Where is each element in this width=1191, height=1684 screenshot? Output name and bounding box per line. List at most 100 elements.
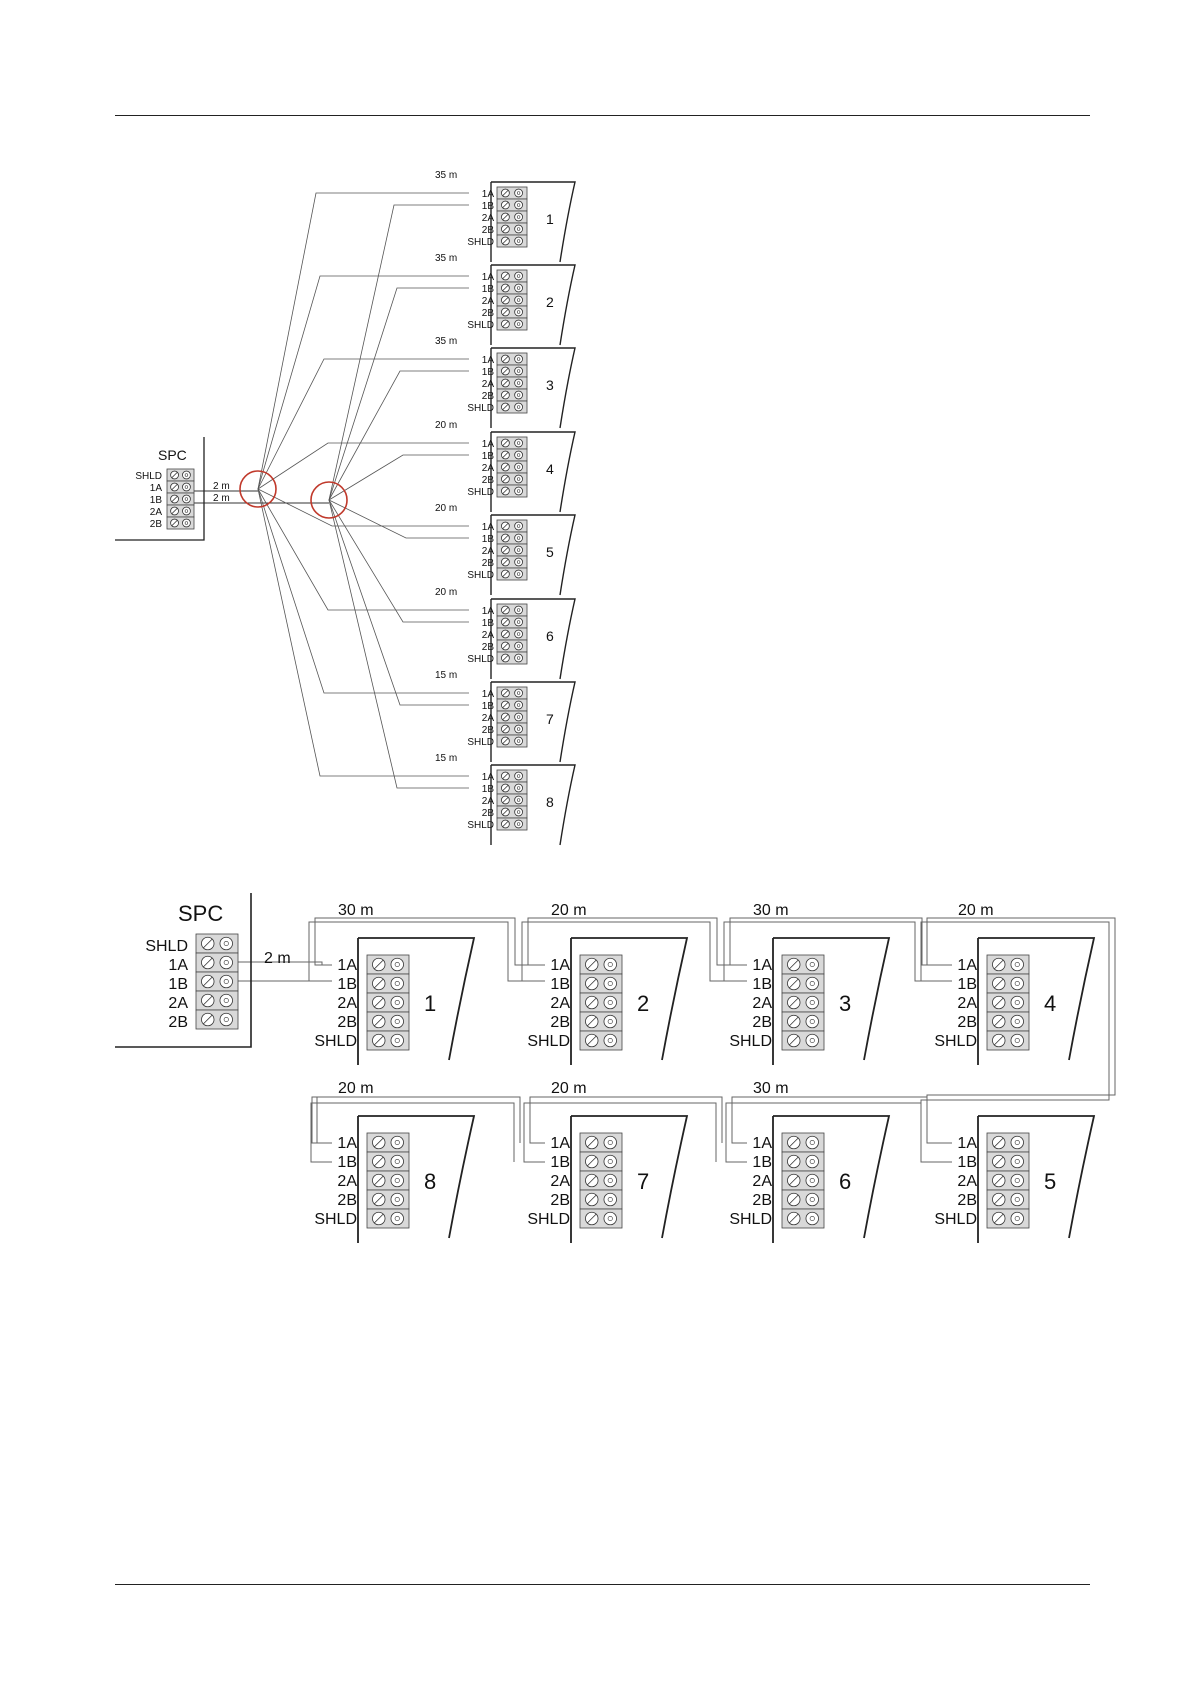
screw-round-icon [805,1033,819,1048]
screw-round-icon [182,518,191,528]
device-number: 8 [546,794,554,810]
screw-round-icon [603,976,617,991]
device-terminal-label: 1A [752,1135,772,1152]
screw-round-icon [182,470,191,480]
cable-length-label: 35 m [435,253,457,264]
screw-round-icon [514,736,523,746]
device-number: 7 [546,711,554,727]
device-terminal-label: 2A [957,1173,977,1190]
cable-length-label: 35 m [435,336,457,347]
device-terminal-label: 1B [957,976,977,993]
device-terminal-label: 2A [550,1173,570,1190]
device-enclosure [490,347,576,429]
controller-outline [115,893,252,1048]
screw-round-icon [514,605,523,615]
device-enclosure [772,937,891,1065]
device-terminal-label: 2A [482,379,495,390]
device-terminal-label: 2B [752,1192,772,1209]
screw-round-icon [1010,1154,1024,1169]
screw-round-icon [390,995,404,1010]
screw-round-icon [182,506,191,516]
controller-outline [115,437,205,541]
device-terminal-label: 2B [482,725,495,736]
device-number: 6 [546,628,554,644]
screw-round-icon [219,974,233,989]
cable-length-label: 20 m [958,902,994,919]
junction-highlight-1 [239,470,277,508]
device-terminal-label: 2B [752,1014,772,1031]
device-terminal-label: 1B [337,976,357,993]
device-terminal-label: SHLD [467,737,494,748]
device-terminal-label: 2A [752,995,772,1012]
device-enclosure [490,264,576,346]
device-terminal-label: 1A [337,957,357,974]
device-terminal-label: 2A [957,995,977,1012]
screw-round-icon [514,629,523,639]
screw-round-icon [390,1033,404,1048]
cable-length-label: 20 m [435,503,457,514]
device-terminal-label: SHLD [527,1211,570,1228]
screw-round-icon [514,617,523,627]
terminal-block [781,954,825,1051]
screw-round-icon [603,1173,617,1188]
device-terminal-label: 1B [752,1154,772,1171]
screw-round-icon [603,1192,617,1207]
screw-round-icon [390,1154,404,1169]
device-terminal-label: SHLD [314,1211,357,1228]
device-terminal-label: 1B [337,1154,357,1171]
screw-round-icon [805,957,819,972]
device-terminal-label: 1B [482,618,495,629]
controller-terminal-label: 1A [168,957,188,974]
screw-round-icon [805,1135,819,1150]
device-enclosure [490,181,576,263]
screw-round-icon [514,688,523,698]
cable-length-label: 20 m [435,420,457,431]
device-number: 2 [637,991,649,1016]
device-terminal-label: 1B [482,201,495,212]
screw-round-icon [514,438,523,448]
screw-round-icon [514,283,523,293]
screw-round-icon [514,212,523,222]
screw-round-icon [603,1211,617,1226]
device-number: 6 [839,1169,851,1194]
device-terminal-label: SHLD [467,403,494,414]
device-enclosure [772,1115,891,1243]
device-terminal-label: 1A [482,689,495,700]
junction-highlight-2 [310,481,348,519]
screw-round-icon [514,819,523,829]
device-terminal-label: 1A [482,355,495,366]
screw-round-icon [1010,995,1024,1010]
screw-round-icon [219,993,233,1008]
cable-length-label: 30 m [753,1080,789,1097]
device-terminal-label: SHLD [314,1033,357,1050]
screw-round-icon [514,450,523,460]
screw-round-icon [514,200,523,210]
device-terminal-label: 1A [482,272,495,283]
device-terminal-label: 2B [482,558,495,569]
device-number: 8 [424,1169,436,1194]
device-terminal-label: 2B [482,475,495,486]
device-terminal-label: 2A [482,796,495,807]
screw-round-icon [514,319,523,329]
screw-round-icon [390,1014,404,1029]
screw-round-icon [1010,1211,1024,1226]
terminal-block [496,519,528,581]
device-terminal-label: SHLD [467,654,494,665]
cable-length-label: 20 m [435,587,457,598]
device-terminal-label: 1A [482,606,495,617]
terminal-block [496,352,528,414]
screw-round-icon [514,557,523,567]
footer-rule [115,1584,1090,1585]
screw-round-icon [603,1033,617,1048]
device-number: 5 [1044,1169,1056,1194]
device-terminal-label: 1B [957,1154,977,1171]
device-terminal-label: 2B [482,225,495,236]
device-terminal-label: 2A [482,213,495,224]
screw-round-icon [1010,1135,1024,1150]
screw-round-icon [1010,1014,1024,1029]
